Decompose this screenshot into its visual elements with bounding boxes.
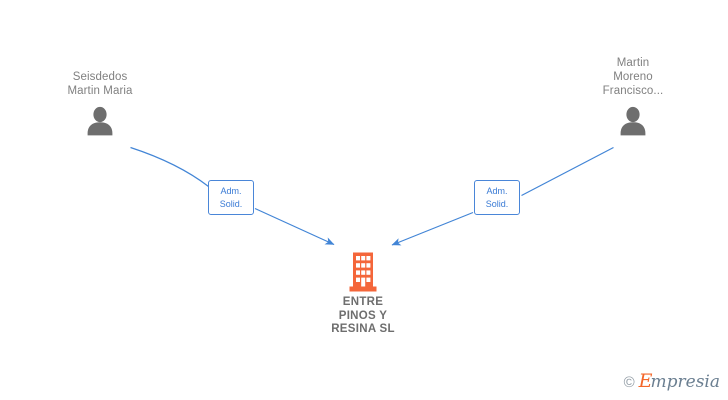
copyright-icon: © [623, 373, 635, 391]
brand-rest: mpresia [650, 372, 721, 392]
brand-wordmark: Empresia [639, 372, 720, 392]
edge-label-right[interactable]: Adm. Solid. [474, 180, 520, 215]
person-node-left[interactable]: Seisdedos Martin Maria [25, 70, 175, 138]
edge-label-left[interactable]: Adm. Solid. [208, 180, 254, 215]
person-icon [87, 106, 113, 136]
person-node-right[interactable]: Martin Moreno Francisco... [558, 56, 708, 138]
building-icon [349, 252, 377, 292]
company-label: ENTRE PINOS Y RESINA SL [331, 296, 395, 335]
edge-right-segment-b [391, 211, 474, 246]
company-node[interactable]: ENTRE PINOS Y RESINA SL [283, 252, 443, 337]
edge-left-segment-a [130, 146, 209, 187]
person-icon [620, 106, 646, 136]
brand-initial: E [638, 370, 653, 392]
empresia-watermark: © Empresia [624, 372, 720, 392]
person-left-label: Seisdedos Martin Maria [67, 71, 133, 97]
edge-right-segment-a [521, 146, 614, 197]
edge-left-segment-b [254, 207, 335, 246]
person-right-label: Martin Moreno Francisco... [602, 57, 664, 97]
